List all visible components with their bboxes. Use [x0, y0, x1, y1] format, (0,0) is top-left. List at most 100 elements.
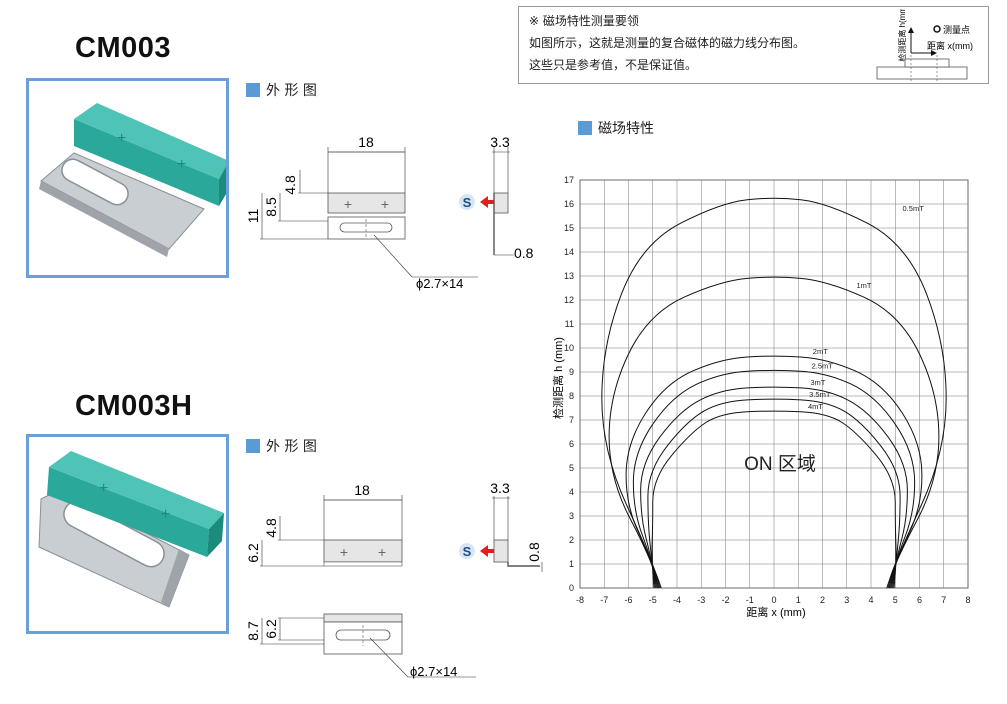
- pole-label: S: [463, 195, 472, 210]
- dim-thickness: 3.3: [490, 134, 510, 150]
- y-tick-label: 12: [564, 295, 574, 305]
- series-label-0.5mT: 0.5mT: [903, 204, 925, 213]
- chart-header: 磁场特性: [578, 118, 654, 138]
- measurement-note: ※ 磁场特性测量要领 如图所示，这就是测量的复合磁体的磁力线分布图。 这些只是参…: [518, 6, 989, 84]
- svg-text:+: +: [340, 544, 348, 560]
- dim-thickness: 3.3: [490, 480, 510, 496]
- x-tick-label: 8: [965, 595, 970, 605]
- x-tick-label: 3: [844, 595, 849, 605]
- chart-section-title: 磁场特性: [598, 121, 654, 137]
- dim-height-mid: 6.2: [245, 543, 261, 563]
- dim-height-mid: 8.5: [263, 197, 279, 217]
- y-tick-label: 15: [564, 223, 574, 233]
- outline-label: 外 形 图: [266, 83, 317, 99]
- y-tick-label: 3: [569, 511, 574, 521]
- y-tick-label: 10: [564, 343, 574, 353]
- svg-text:+: +: [378, 544, 386, 560]
- field-line-3mT: [640, 386, 908, 589]
- dim-width: 18: [358, 134, 374, 150]
- y-tick-label: 13: [564, 271, 574, 281]
- product-photo-cm003h: + +: [26, 434, 229, 634]
- dim-width: 18: [354, 482, 370, 498]
- note-title: ※ 磁场特性测量要领: [529, 14, 639, 28]
- product-photo-cm003: + +: [26, 78, 229, 278]
- y-tick-label: 1: [569, 559, 574, 569]
- series-label-4mT: 4mT: [808, 402, 823, 411]
- x-tick-label: 1: [796, 595, 801, 605]
- model-title-cm003h: CM003H: [75, 390, 193, 422]
- section-marker: [246, 83, 260, 97]
- measurement-diagram: 检测距离 h(mm) 测量点 距离 x(mm): [876, 9, 973, 81]
- svg-text:+: +: [344, 196, 352, 212]
- dim-plate: 0.8: [514, 245, 534, 261]
- svg-text:+: +: [161, 506, 170, 523]
- diagram-point-label: 测量点: [943, 25, 970, 35]
- outline-drawing-cm003h: 18 + + 4.8 6.2 3.3 0.8 S 6.2 8.7 ϕ2.7×14: [245, 480, 543, 679]
- outline-drawing-cm003: 18 + + 4.8 8.5 11 ϕ2.7×14 3.3 0.8 S: [245, 134, 534, 291]
- series-label-2.5mT: 2.5mT: [812, 361, 834, 370]
- dim-height-top: 4.8: [282, 175, 298, 195]
- svg-text:+: +: [381, 196, 389, 212]
- magnet-photo-cm003: + +: [39, 103, 229, 257]
- x-tick-label: -6: [624, 595, 632, 605]
- dim-height-top: 4.8: [263, 518, 279, 538]
- x-tick-label: -2: [721, 595, 729, 605]
- y-tick-label: 6: [569, 439, 574, 449]
- dim-slot: ϕ2.7×14: [410, 664, 457, 679]
- x-tick-label: -7: [600, 595, 608, 605]
- x-tick-label: 2: [820, 595, 825, 605]
- x-tick-label: -3: [697, 595, 705, 605]
- series-label-3.5mT: 3.5mT: [809, 390, 831, 399]
- chart-annotation-on-zone: ON 区域: [744, 453, 816, 475]
- dim-bottom-mid: 6.2: [263, 619, 279, 639]
- x-tick-label: -5: [649, 595, 657, 605]
- x-tick-label: -1: [746, 595, 754, 605]
- y-tick-label: 0: [569, 583, 574, 593]
- dim-slot: ϕ2.7×14: [416, 276, 463, 291]
- y-tick-label: 8: [569, 391, 574, 401]
- outline-header-cm003h: 外 形 图: [246, 436, 317, 456]
- y-tick-label: 9: [569, 367, 574, 377]
- y-tick-label: 2: [569, 535, 574, 545]
- x-tick-label: 0: [771, 595, 776, 605]
- series-label-1mT: 1mT: [856, 281, 871, 290]
- outline-header-cm003: 外 形 图: [246, 80, 317, 100]
- x-tick-label: 7: [941, 595, 946, 605]
- y-tick-label: 5: [569, 463, 574, 473]
- svg-text:+: +: [99, 480, 108, 497]
- x-tick-label: 4: [868, 595, 873, 605]
- x-tick-label: -8: [576, 595, 584, 605]
- dim-plate: 0.8: [526, 542, 542, 562]
- field-line-1mT: [608, 276, 940, 589]
- outline-label: 外 形 图: [266, 439, 317, 455]
- section-marker: [246, 439, 260, 453]
- section-marker: [578, 121, 592, 135]
- x-tick-label: -4: [673, 595, 681, 605]
- field-line-3.5mT: [647, 398, 901, 589]
- note-line-1: 如图所示，这就是测量的复合磁体的磁力线分布图。: [529, 36, 806, 50]
- field-line-0.5mT: [601, 197, 947, 589]
- chart-xlabel: 距离 x (mm): [746, 605, 805, 619]
- y-tick-label: 7: [569, 415, 574, 425]
- magnet-photo-cm003h: + +: [38, 451, 224, 608]
- dim-height-total: 11: [245, 209, 261, 224]
- diagram-x-label: 距离 x(mm): [927, 40, 973, 51]
- note-line-2: 这些只是参考值，不是保证值。: [529, 58, 698, 72]
- model-title-cm003: CM003: [75, 32, 171, 64]
- field-line-2mT: [625, 355, 923, 589]
- series-label-2mT: 2mT: [813, 347, 828, 356]
- x-tick-label: 6: [917, 595, 922, 605]
- x-tick-label: 5: [893, 595, 898, 605]
- y-tick-label: 17: [564, 175, 574, 185]
- dim-bottom-total: 8.7: [245, 621, 261, 641]
- field-line-4mT: [651, 410, 897, 589]
- y-tick-label: 14: [564, 247, 574, 257]
- chart-ylabel: 检测距离 h (mm): [551, 337, 565, 419]
- field-line-2.5mT: [632, 369, 916, 589]
- y-tick-label: 11: [565, 319, 574, 329]
- y-tick-label: 4: [569, 487, 574, 497]
- pole-label: S: [463, 544, 472, 559]
- y-tick-label: 16: [564, 199, 574, 209]
- svg-text:+: +: [177, 156, 186, 173]
